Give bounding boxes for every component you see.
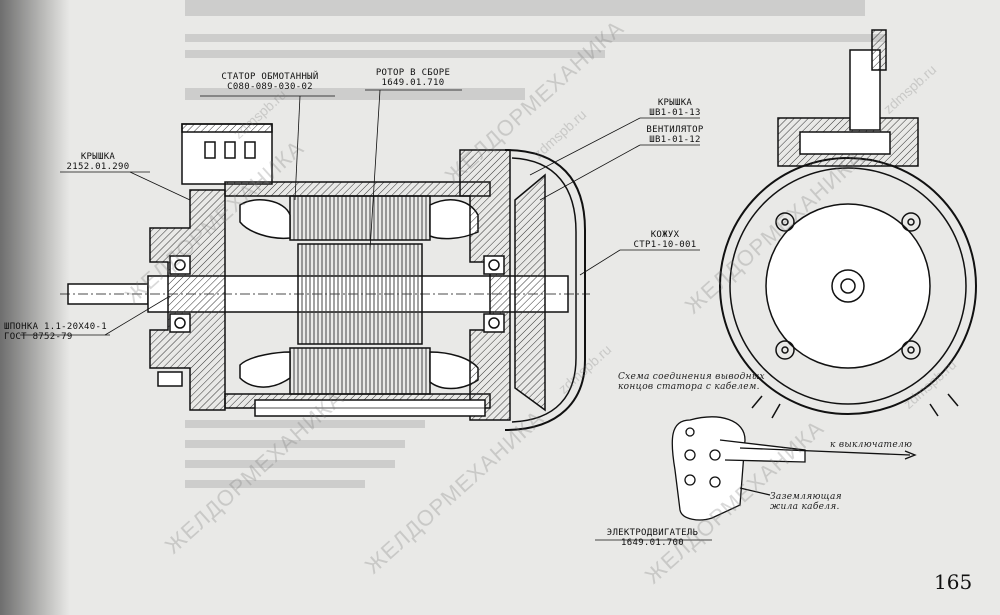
ground-wire-line-2: жила кабеля. [770,502,840,512]
cover-right-code: ШВ1-01-13 [649,108,701,118]
stator-name: СТАТОР ОБМОТАННЫЙ [221,72,319,82]
key-standard: ГОСТ 8752-79 [4,332,73,342]
connection-scheme-line-1: Схема соединения выводных [618,372,765,382]
casing-code: СТР1-10-001 [633,240,697,250]
to-switch-note: к выключателю [830,440,913,450]
rotor-label: РОТОР В СБОРЕ 1649.01.710 [368,68,458,88]
ground-wire-line-1: Заземляющая [770,492,842,502]
connection-scheme-note: Схема соединения выводных концов статора… [618,372,765,392]
stator-label: СТАТОР ОБМОТАННЫЙ С080-089-030-02 [215,72,325,92]
fan-label: ВЕНТИЛЯТОР ШВ1-01-12 [640,125,710,145]
key-label: ШПОНКА 1.1-20Х40-1 ГОСТ 8752-79 [4,322,107,342]
cover-right-name: КРЫШКА [657,98,693,108]
fan-code: ШВ1-01-12 [649,135,701,145]
casing-name: КОЖУХ [650,230,680,240]
ground-wire-note: Заземляющая жила кабеля. [770,492,842,512]
rotor-code: 1649.01.710 [381,78,445,88]
leader-lines [20,89,712,541]
casing-label: КОЖУХ СТР1-10-001 [625,230,705,250]
connection-scheme [671,416,917,521]
cover-left-code: 2152.01.290 [66,162,130,172]
motor-label: ЭЛЕКТРОДВИГАТЕЛЬ 1649.01.700 [595,528,710,548]
cover-left-label: КРЫШКА 2152.01.290 [58,152,138,172]
motor-name: ЭЛЕКТРОДВИГАТЕЛЬ [606,528,699,538]
cover-right-label: КРЫШКА ШВ1-01-13 [645,98,705,118]
fan-name: ВЕНТИЛЯТОР [646,125,704,135]
rotor-name: РОТОР В СБОРЕ [375,68,451,78]
key-name: ШПОНКА 1.1-20Х40-1 [4,322,107,332]
motor-end-view [719,29,977,419]
scan-edge-shadow [0,0,70,615]
motor-code: 1649.01.700 [621,538,684,548]
bleed-through-text [185,0,885,488]
page-number: 165 [934,570,973,594]
connection-scheme-line-2: концов статора с кабелем. [618,382,760,392]
stator-code: С080-089-030-02 [227,82,313,92]
motor-section [60,123,590,431]
cover-left-name: КРЫШКА [80,152,116,162]
